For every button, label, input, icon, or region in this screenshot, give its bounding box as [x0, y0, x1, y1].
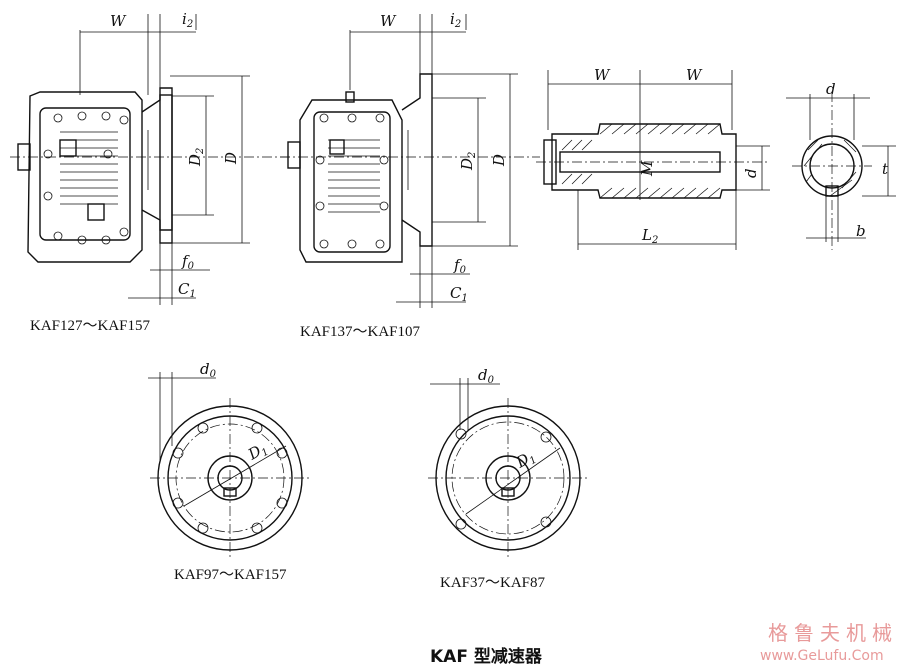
watermark-name: 格鲁夫机械 — [768, 621, 898, 645]
caption-kaf137-107: KAF137～KAF107 — [300, 324, 421, 340]
dim-w-label-1: W — [110, 12, 127, 30]
figure-title: KAF 型减速器 — [430, 646, 543, 667]
dim-d2-label-2: D2 — [458, 152, 478, 171]
dim-b-label: b — [856, 222, 866, 240]
dim-d1-label-1: D1 — [244, 439, 271, 466]
dim-m-label: M — [638, 160, 656, 177]
view-kaf127-157 — [10, 14, 290, 305]
view-shaft-end — [786, 92, 896, 250]
dim-c1-label-2: C1 — [450, 284, 468, 304]
watermark-url: www.GeLufu.Com — [760, 648, 884, 664]
dim-w-label-3: W — [594, 66, 611, 84]
dim-i2-label-2: i2 — [450, 10, 461, 30]
dim-f0-label-2: f0 — [453, 256, 467, 276]
dim-d0-label-2: d0 — [478, 366, 495, 386]
view-hollow-shaft — [536, 70, 770, 250]
dim-d2-label-1: D2 — [186, 148, 206, 167]
dim-i2-label-1: i2 — [182, 10, 193, 30]
caption-kaf127-157: KAF127～KAF157 — [30, 318, 151, 334]
dim-d-label-1: D — [222, 152, 240, 165]
dim-f0-label-1: f0 — [181, 252, 195, 272]
dim-d-label-2: D — [490, 154, 508, 167]
dim-w-label-2: W — [380, 12, 397, 30]
dim-c1-label-1: C1 — [178, 280, 196, 300]
dim-d-label-shaft: d — [742, 168, 760, 178]
dim-l2-label: L2 — [641, 226, 658, 246]
caption-kaf97-157: KAF97～KAF157 — [174, 567, 287, 583]
view-kaf137-107 — [280, 14, 540, 308]
view-flange-kaf97-157 — [148, 372, 310, 558]
view-flange-kaf37-87 — [428, 378, 588, 558]
dim-d-label-end: d — [826, 80, 836, 98]
caption-kaf37-87: KAF37～KAF87 — [440, 575, 546, 591]
dim-d0-label-1: d0 — [200, 360, 217, 380]
dim-t-label: t — [882, 160, 889, 178]
dim-w-label-4: W — [686, 66, 703, 84]
